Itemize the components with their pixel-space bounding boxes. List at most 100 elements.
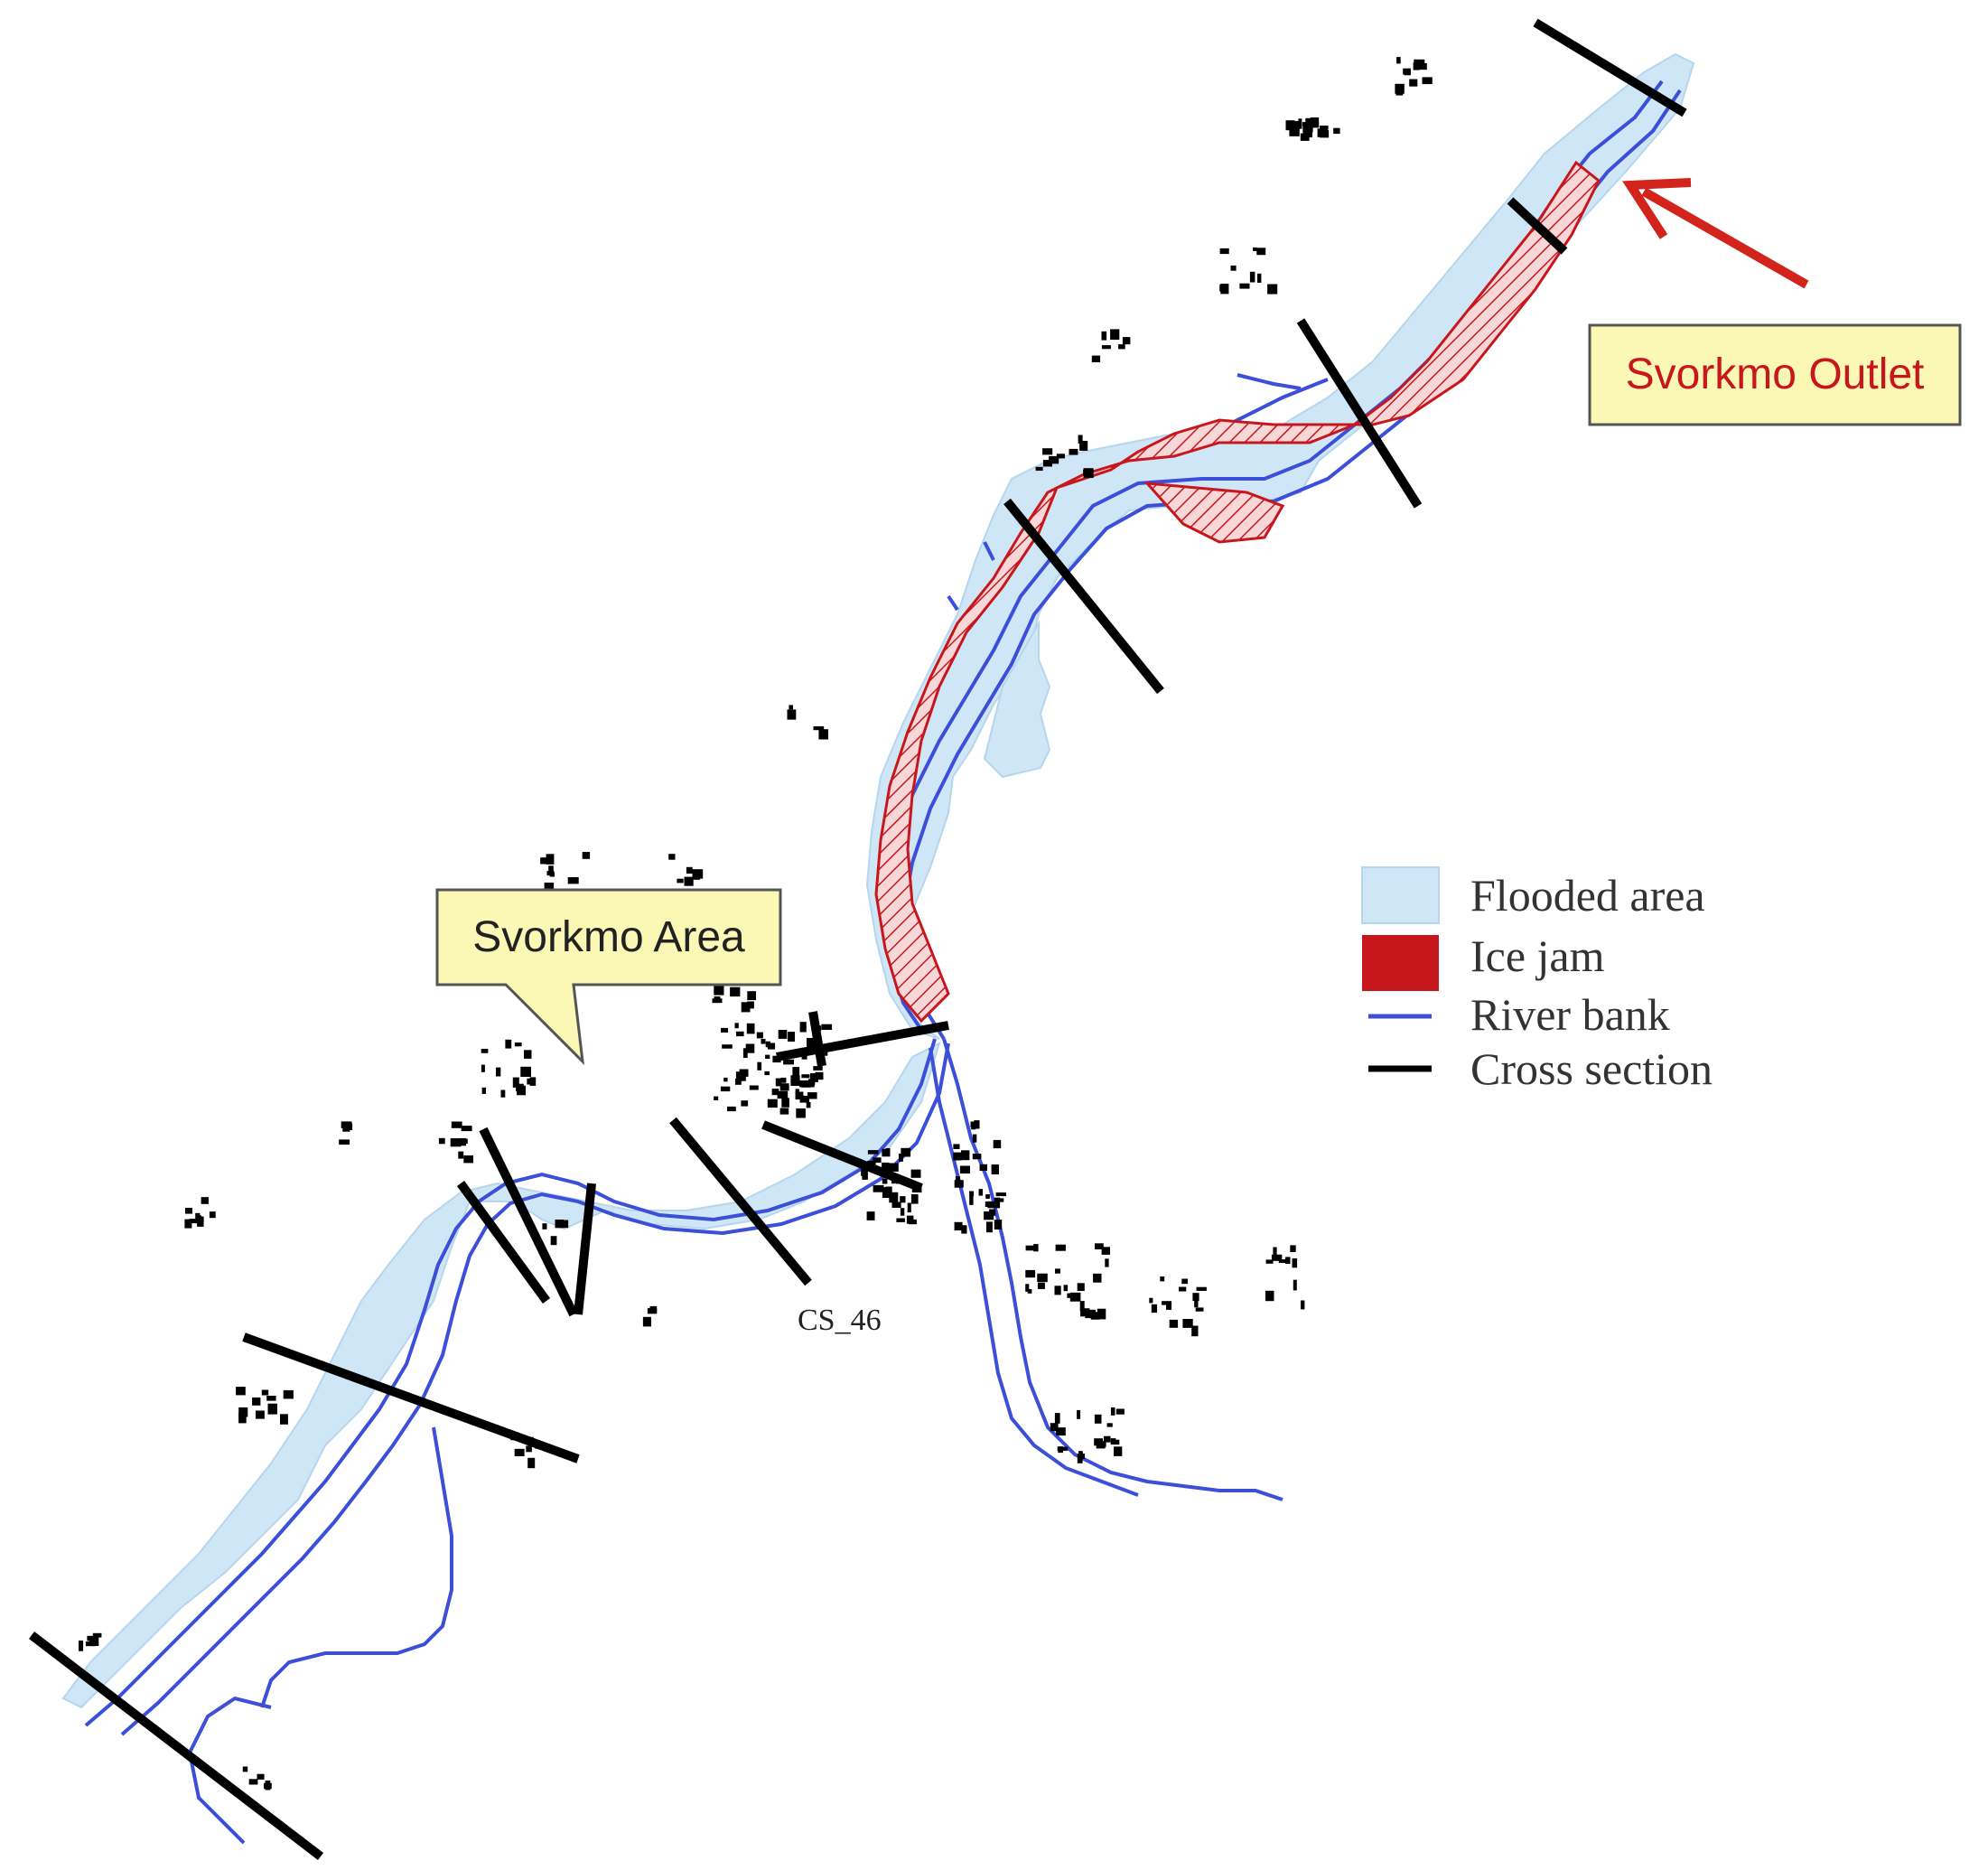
- building: [995, 1192, 1006, 1197]
- building: [866, 1211, 875, 1220]
- building: [780, 1077, 787, 1083]
- building: [548, 865, 554, 874]
- building: [189, 1219, 200, 1224]
- building: [1037, 1275, 1044, 1281]
- building: [1090, 1312, 1100, 1320]
- building: [959, 1165, 970, 1173]
- building: [978, 1189, 983, 1196]
- building: [756, 1032, 763, 1039]
- building: [1055, 1244, 1066, 1251]
- ice-jam-polygon: [1143, 482, 1285, 544]
- building: [1290, 1245, 1296, 1252]
- building: [970, 1121, 977, 1127]
- building: [1292, 1258, 1298, 1268]
- building: [722, 1044, 733, 1049]
- building: [792, 1067, 800, 1077]
- legend-label: River bank: [1470, 989, 1670, 1040]
- building: [1077, 1283, 1085, 1291]
- building: [889, 1163, 899, 1172]
- building: [815, 1071, 824, 1080]
- building: [1249, 271, 1255, 283]
- building: [496, 1067, 501, 1077]
- building: [953, 1144, 960, 1149]
- building: [549, 872, 555, 877]
- building: [1239, 283, 1250, 289]
- building: [582, 852, 591, 859]
- cross-section-line: [1296, 318, 1423, 509]
- building: [283, 1389, 294, 1399]
- building: [1050, 1423, 1059, 1432]
- building: [463, 1155, 473, 1164]
- building: [1291, 120, 1301, 127]
- building: [1317, 128, 1328, 137]
- building: [745, 1043, 755, 1053]
- building: [1320, 126, 1329, 130]
- building: [757, 1061, 762, 1071]
- building: [901, 1147, 911, 1157]
- building: [1253, 247, 1257, 251]
- building: [1042, 460, 1052, 467]
- flooded-area-polygon: [983, 620, 1051, 779]
- building: [1106, 1423, 1113, 1427]
- building: [891, 1201, 901, 1208]
- building: [1101, 345, 1111, 350]
- building: [1160, 1276, 1165, 1282]
- building: [1055, 1268, 1060, 1274]
- building: [742, 1048, 748, 1058]
- building: [500, 1089, 506, 1098]
- building: [768, 1043, 776, 1050]
- building: [647, 1308, 658, 1314]
- building: [252, 1397, 261, 1406]
- river-bank-line: [942, 1038, 1283, 1501]
- building: [1278, 1259, 1287, 1263]
- building: [1035, 466, 1043, 472]
- building: [527, 1457, 536, 1469]
- building: [777, 1090, 789, 1099]
- building: [971, 1125, 976, 1130]
- building: [957, 1153, 961, 1160]
- building: [524, 1050, 532, 1059]
- building: [544, 883, 555, 893]
- building: [517, 1085, 526, 1096]
- building: [1192, 1293, 1199, 1302]
- building: [526, 1445, 532, 1453]
- cross-section-line: [242, 1332, 580, 1463]
- building: [1395, 87, 1404, 96]
- building: [899, 1154, 903, 1162]
- building: [1169, 1319, 1179, 1328]
- building: [767, 1099, 778, 1108]
- building: [1049, 455, 1059, 464]
- building: [1166, 1302, 1171, 1310]
- building: [789, 705, 793, 710]
- building: [201, 1197, 209, 1204]
- outlet-callout: Svorkmo Outlet: [1588, 323, 1962, 426]
- building: [514, 1448, 525, 1456]
- building: [567, 877, 579, 884]
- building: [1403, 68, 1411, 75]
- building: [1095, 1243, 1104, 1249]
- building: [1056, 453, 1065, 459]
- building: [779, 1083, 789, 1091]
- building: [1285, 1257, 1291, 1264]
- cross-section-line: [761, 1120, 923, 1192]
- building: [265, 1780, 271, 1791]
- building: [1191, 1325, 1199, 1337]
- building: [280, 1414, 288, 1425]
- cross-section-line: [669, 1117, 812, 1286]
- building: [1179, 1286, 1187, 1292]
- building: [267, 1403, 277, 1415]
- building: [79, 1641, 84, 1651]
- building: [736, 1031, 744, 1037]
- river-bank-line: [84, 1038, 937, 1727]
- building: [555, 1220, 565, 1229]
- building: [1069, 448, 1078, 455]
- building: [185, 1208, 192, 1214]
- building: [1151, 1304, 1158, 1314]
- building: [801, 1082, 811, 1088]
- building: [749, 1085, 759, 1090]
- building: [781, 1098, 789, 1108]
- building: [481, 1064, 485, 1072]
- river-bank-line: [120, 1043, 950, 1736]
- building: [900, 1196, 906, 1203]
- building: [730, 986, 741, 997]
